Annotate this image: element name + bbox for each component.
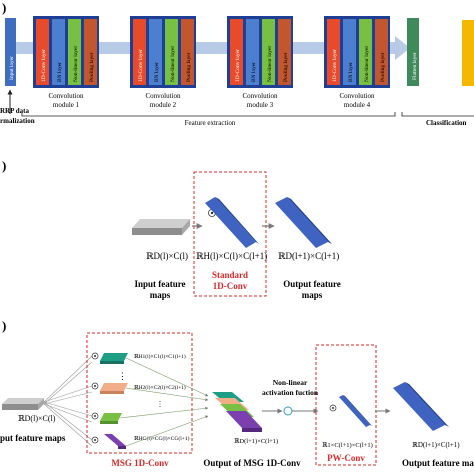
output-dimension-math: ℝD(l+1)×C(l+1) bbox=[278, 251, 339, 261]
convolution-module-1: 1D-Conv layer BN layer Non-linear layer … bbox=[33, 16, 99, 109]
input-feature-maps-label-2: maps bbox=[150, 290, 171, 300]
svg-text:module 3: module 3 bbox=[247, 101, 274, 109]
input-layer-label: Input layer bbox=[9, 56, 15, 80]
flatten-layer-block bbox=[407, 18, 419, 86]
svg-text:Pooling layer: Pooling layer bbox=[89, 52, 95, 82]
rrp-data-label: RRP data bbox=[0, 107, 29, 115]
panel-c-label: ) bbox=[2, 318, 6, 333]
c-input-label: put feature maps bbox=[0, 433, 66, 443]
msg-output-label: Output of MSG 1D-Conv bbox=[203, 458, 301, 468]
ellipsis-top: ⋮ bbox=[118, 371, 127, 381]
svg-text:Pooling layer: Pooling layer bbox=[186, 52, 192, 82]
svg-text:module 2: module 2 bbox=[150, 101, 177, 109]
1d-conv-label: 1D-Conv bbox=[213, 281, 248, 291]
pw-math: ℝ1×C(l+1)×C(l+1) bbox=[322, 442, 373, 449]
svg-text:1D-Conv layer: 1D-Conv layer bbox=[41, 49, 47, 82]
panel-c: ) ℝD(l)×C(l) put feature maps bbox=[0, 318, 474, 468]
classification-bracket bbox=[401, 112, 474, 117]
svg-text:1D-Conv layer: 1D-Conv layer bbox=[138, 49, 144, 82]
c-input-math: ℝD(l)×C(l) bbox=[18, 414, 56, 423]
c-output-label: Output feature ma bbox=[402, 458, 474, 468]
output-feature-maps-label-2: maps bbox=[302, 290, 323, 300]
flatten-layer-label: Flatten layer bbox=[412, 52, 418, 80]
svg-text:Pooling layer: Pooling layer bbox=[380, 52, 386, 82]
svg-text:Pooling layer: Pooling layer bbox=[283, 52, 289, 82]
group-1-kernel bbox=[100, 353, 128, 364]
svg-text:BN layer: BN layer bbox=[348, 62, 354, 82]
svg-text:Non-linear layer: Non-linear layer bbox=[73, 46, 79, 82]
feature-extraction-bracket bbox=[21, 112, 396, 117]
group-1-math: ℝH1(l)×C1(l)×C1(l+1) bbox=[134, 353, 186, 360]
standard-kernel-slab bbox=[205, 197, 259, 248]
svg-text:BN layer: BN layer bbox=[154, 62, 160, 82]
bn-layer-block bbox=[52, 19, 65, 85]
nonlinear-label-1: Non-linear bbox=[273, 378, 308, 387]
msg-output-math: ℝD(l+1)×C(l+1) bbox=[234, 438, 278, 445]
msg-conv-label: MSG 1D-Conv bbox=[111, 458, 169, 468]
c-output-slab bbox=[393, 382, 449, 431]
msg-conv-dashed-box bbox=[86, 332, 193, 454]
panel-a: ) Input layer RRP data rmalization 1D-Co… bbox=[0, 0, 474, 127]
nonlinear-layer-block bbox=[68, 19, 81, 85]
output-feature-maps-label-1: Output feature bbox=[283, 279, 341, 289]
convolution-module-3: 1D-Conv layer BN layer Non-linear layer … bbox=[227, 16, 293, 109]
feature-extraction-label: Feature extraction bbox=[185, 119, 236, 127]
classification-label: Classification bbox=[426, 119, 467, 127]
input-feature-maps-label-1: Input feature bbox=[134, 279, 185, 289]
activation-icon bbox=[283, 406, 293, 416]
group-4-kernel bbox=[104, 434, 126, 449]
convolution-module-4: 1D-Conv layer BN layer Non-linear layer … bbox=[324, 16, 390, 109]
svg-text:1D-Conv layer: 1D-Conv layer bbox=[235, 49, 241, 82]
fan-lines bbox=[43, 355, 93, 447]
svg-text:BN layer: BN layer bbox=[251, 62, 257, 82]
standard-label: Standard bbox=[212, 270, 248, 280]
group-2-math: ℝH2(l)×C2(l)×C2(l+1) bbox=[134, 384, 186, 391]
panel-b: ) ℝD(l)×C(l) ℝH(l)×C(l)×C(l+1) ℝD(l+1)×C… bbox=[2, 158, 341, 300]
output-layer-block bbox=[462, 20, 474, 86]
group-merge-arrows bbox=[119, 357, 209, 447]
input-layer-block bbox=[5, 18, 16, 86]
pw-conv-dashed-box bbox=[315, 344, 377, 466]
convolution-module-2: 1D-Conv layer BN layer Non-linear layer … bbox=[130, 16, 196, 109]
input-feature-slab bbox=[132, 219, 190, 235]
svg-text:Non-linear layer: Non-linear layer bbox=[364, 46, 370, 82]
pw-conv-label: PW-Conv bbox=[327, 453, 365, 463]
svg-text:Convolution: Convolution bbox=[242, 92, 278, 100]
nonlinear-label-2: activation fuction bbox=[262, 388, 319, 397]
normalization-label: rmalization bbox=[0, 117, 35, 125]
svg-text:Non-linear layer: Non-linear layer bbox=[170, 46, 176, 82]
pooling-layer-block bbox=[84, 19, 97, 85]
svg-text:Non-linear layer: Non-linear layer bbox=[267, 46, 273, 82]
flow-arrow-band bbox=[14, 36, 410, 60]
standard-conv-dashed-box bbox=[193, 171, 267, 297]
module-1-line1: Convolution bbox=[48, 92, 84, 100]
module-1-line2: module 1 bbox=[53, 101, 80, 109]
msg-output-stack bbox=[212, 392, 262, 432]
svg-text:Convolution: Convolution bbox=[339, 92, 375, 100]
svg-text:1D-Conv layer: 1D-Conv layer bbox=[332, 49, 338, 82]
c-output-math: ℝD(l+1)×C(l+1) bbox=[412, 441, 460, 449]
svg-text:Convolution: Convolution bbox=[145, 92, 181, 100]
group-2-kernel bbox=[100, 383, 128, 394]
svg-text:module 4: module 4 bbox=[344, 101, 371, 109]
pw-kernel bbox=[339, 395, 372, 427]
output-feature-slab bbox=[275, 197, 332, 248]
svg-text:BN layer: BN layer bbox=[57, 62, 63, 82]
c-input-slab bbox=[2, 398, 44, 410]
panel-a-label: ) bbox=[2, 0, 6, 15]
conv-layer-block bbox=[36, 19, 49, 85]
input-dimension-math: ℝD(l)×C(l) bbox=[146, 251, 188, 261]
group-g-math: ℝHG(l)×CG(l)×CG(l+1) bbox=[134, 435, 190, 442]
kernel-dimension-math: ℝH(l)×C(l)×C(l+1) bbox=[196, 251, 267, 261]
panel-b-label: ) bbox=[2, 158, 6, 173]
group-3-kernel bbox=[100, 413, 122, 424]
